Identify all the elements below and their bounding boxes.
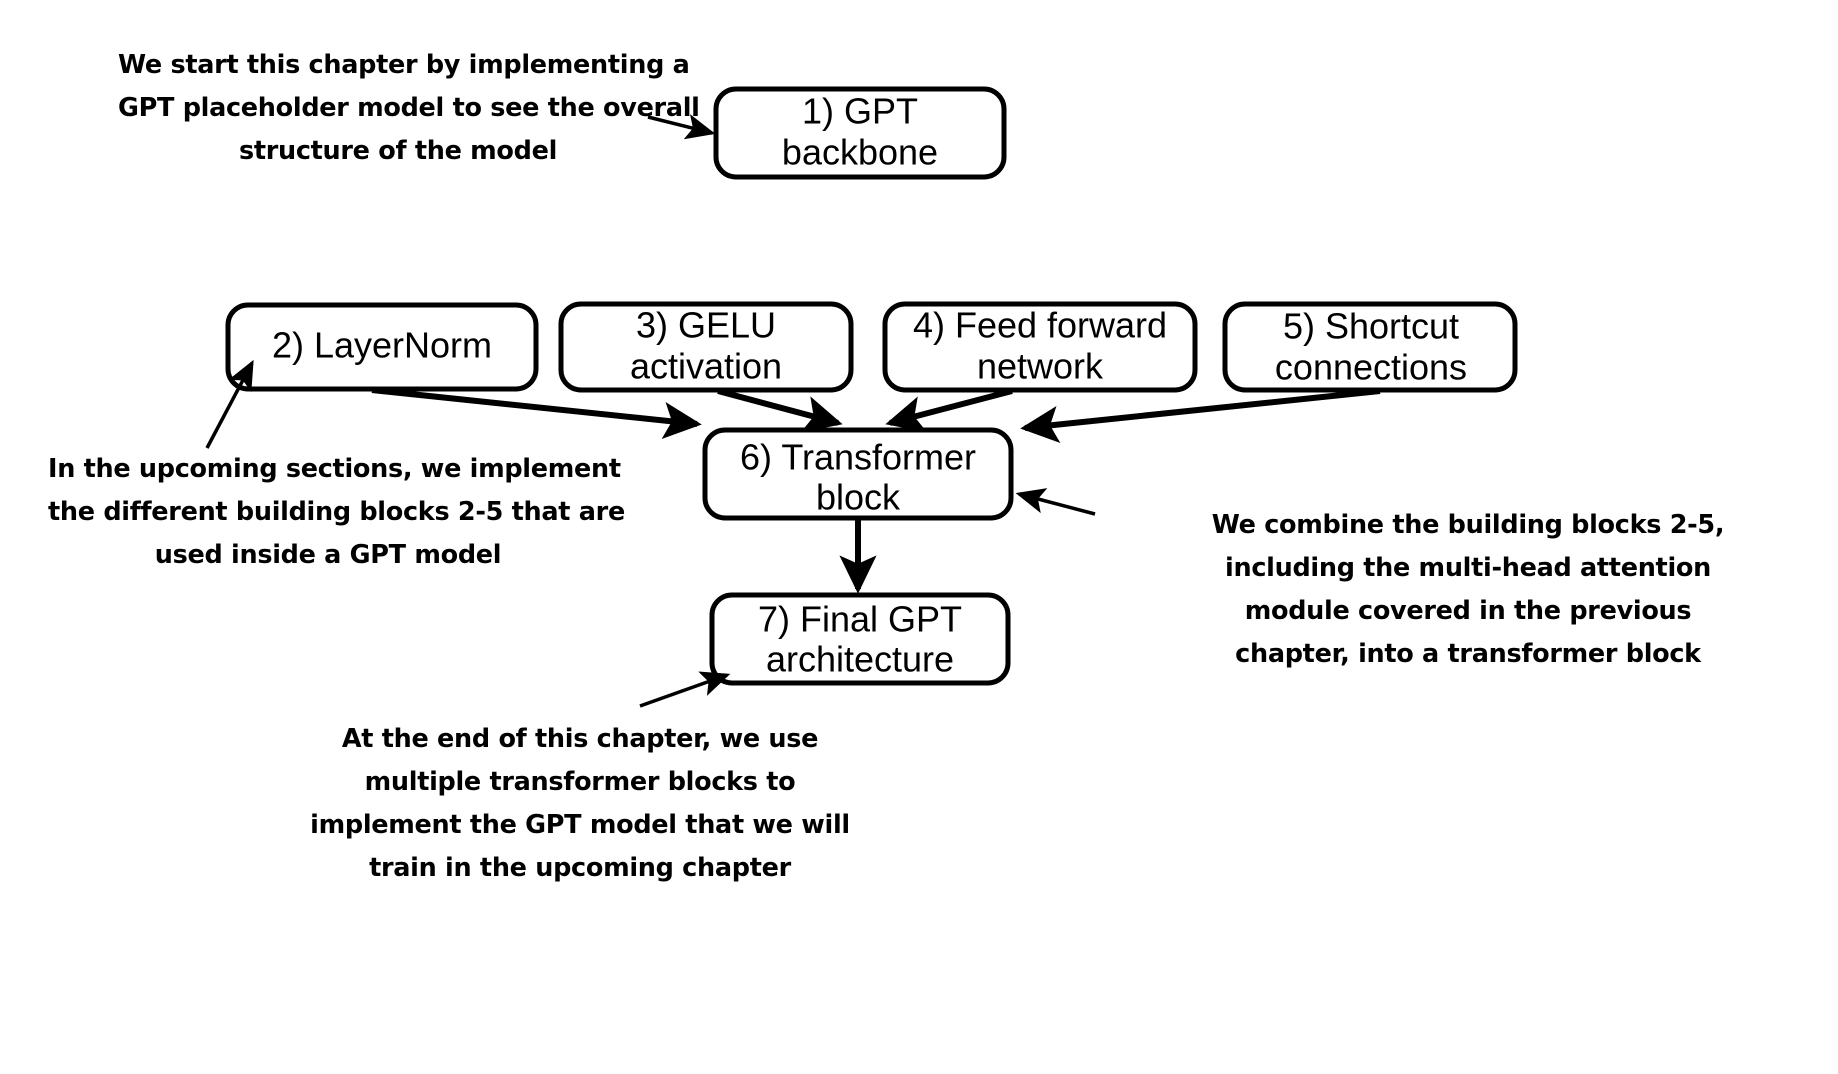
note-top-line-3: structure of the model — [238, 136, 558, 166]
note-building-blocks: In the upcoming sections, we implement t… — [48, 448, 625, 577]
callout-arrow-left-note — [205, 359, 254, 449]
note-right-line-4: chapter, into a transformer block — [1235, 639, 1701, 669]
note-top-line-1: We start this chapter by implementing a — [118, 50, 690, 80]
note-left-line-3: used inside a GPT model — [154, 540, 502, 570]
box-gelu-activation-line1: 3) GELU — [636, 305, 776, 346]
note-right-line-1: We combine the building blocks 2-5, — [1211, 510, 1725, 540]
box-transformer-line1: 6) Transformer — [740, 437, 976, 478]
box-shortcut-line2: connections — [1275, 347, 1467, 388]
box-gelu-activation-line2: activation — [630, 346, 782, 387]
arrow-feedforward-to-transformer — [885, 388, 1013, 433]
note-left-line-1: In the upcoming sections, we implement — [48, 454, 621, 484]
box-final-gpt-architecture[interactable]: 7) Final GPT architecture — [709, 592, 1011, 686]
note-gpt-placeholder: We start this chapter by implementing a … — [118, 44, 700, 173]
note-bottom-line-4: train in the upcoming chapter — [369, 853, 791, 883]
note-bottom-line-3: implement the GPT model that we will — [310, 810, 850, 840]
note-right-line-3: module covered in the previous — [1244, 596, 1692, 626]
box-final-gpt-line1: 7) Final GPT — [758, 599, 962, 640]
box-feed-forward[interactable]: 4) Feed forward network — [882, 301, 1198, 393]
box-final-gpt-rect — [709, 592, 1011, 686]
box-final-gpt-line2: architecture — [766, 639, 954, 680]
box-gpt-backbone-rect — [713, 86, 1007, 180]
note-right-line-2: including the multi-head attention — [1225, 553, 1711, 583]
callout-arrow-top-note — [647, 114, 716, 140]
arrow-layernorm-to-transformer — [371, 387, 702, 440]
callout-arrow-bottom-note — [639, 671, 731, 708]
box-gelu-activation[interactable]: 3) GELU activation — [558, 301, 854, 393]
box-gpt-backbone-line2: backbone — [782, 132, 938, 173]
box-transformer-block[interactable]: 6) Transformer block — [702, 427, 1014, 521]
note-bottom-line-1: At the end of this chapter, we use — [341, 724, 819, 754]
note-top-line-2: GPT placeholder model to see the overall — [118, 93, 700, 123]
arrow-shortcut-to-transformer — [1020, 388, 1381, 444]
box-transformer-block-rect — [702, 427, 1014, 521]
box-layernorm[interactable]: 2) LayerNorm — [225, 302, 539, 392]
box-shortcut-line1: 5) Shortcut — [1283, 306, 1459, 347]
box-gpt-backbone[interactable]: 1) GPT backbone — [713, 86, 1007, 180]
box-feed-forward-line1: 4) Feed forward — [913, 305, 1167, 346]
note-transformer-combine: We combine the building blocks 2-5, incl… — [1098, 504, 1838, 676]
note-final-architecture: At the end of this chapter, we use multi… — [300, 718, 860, 890]
box-transformer-line2: block — [816, 477, 901, 518]
box-shortcut-connections[interactable]: 5) Shortcut connections — [1222, 301, 1518, 393]
arrow-gelu-to-transformer — [717, 388, 843, 433]
box-layernorm-line1: 2) LayerNorm — [272, 325, 492, 366]
note-left-line-2: the different building blocks 2-5 that a… — [48, 497, 625, 527]
callout-arrow-right-note — [1015, 488, 1096, 516]
note-bottom-line-2: multiple transformer blocks to — [364, 767, 796, 797]
box-gelu-activation-rect — [558, 301, 854, 393]
box-gpt-backbone-line1: 1) GPT — [802, 91, 918, 132]
box-feed-forward-line2: network — [977, 346, 1104, 387]
box-feed-forward-rect — [882, 301, 1198, 393]
